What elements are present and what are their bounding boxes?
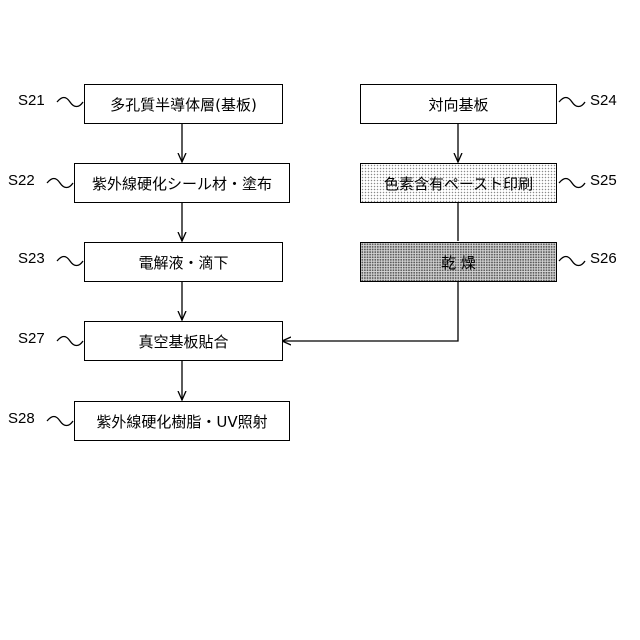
step-text-s24: 対向基板 bbox=[428, 94, 488, 115]
leader-s26 bbox=[559, 257, 585, 266]
step-label-s26: S26 bbox=[590, 250, 617, 267]
step-text-s21: 多孔質半導体層(基板) bbox=[110, 94, 257, 115]
step-box-s27: 真空基板貼合 bbox=[84, 321, 283, 361]
leader-s23 bbox=[57, 257, 83, 266]
leader-s28 bbox=[47, 417, 73, 426]
leader-s24 bbox=[559, 98, 585, 107]
step-label-s21: S21 bbox=[18, 92, 45, 109]
step-text-s23: 電解液・滴下 bbox=[138, 252, 228, 273]
arrow-s26-s27 bbox=[282, 282, 458, 341]
step-box-s23: 電解液・滴下 bbox=[84, 242, 283, 282]
step-box-s24: 対向基板 bbox=[360, 84, 557, 124]
step-label-s28: S28 bbox=[8, 410, 35, 427]
step-box-s22: 紫外線硬化シール材・塗布 bbox=[74, 163, 290, 203]
step-box-s26: 乾 燥 bbox=[360, 242, 557, 282]
step-text-s27: 真空基板貼合 bbox=[138, 331, 228, 352]
step-label-s24: S24 bbox=[590, 92, 617, 109]
step-text-s26: 乾 燥 bbox=[441, 252, 476, 273]
step-label-s25: S25 bbox=[590, 172, 617, 189]
step-label-s27: S27 bbox=[18, 330, 45, 347]
leader-s25 bbox=[559, 179, 585, 188]
step-label-s23: S23 bbox=[18, 250, 45, 267]
leader-s21 bbox=[57, 98, 83, 107]
step-label-s22: S22 bbox=[8, 172, 35, 189]
step-text-s25: 色素含有ペースト印刷 bbox=[384, 173, 533, 194]
step-box-s21: 多孔質半導体層(基板) bbox=[84, 84, 283, 124]
leader-s22 bbox=[47, 179, 73, 188]
leader-s27 bbox=[57, 337, 83, 346]
step-text-s22: 紫外線硬化シール材・塗布 bbox=[92, 173, 272, 194]
step-box-s28: 紫外線硬化樹脂・UV照射 bbox=[74, 401, 290, 441]
step-text-s28: 紫外線硬化樹脂・UV照射 bbox=[96, 411, 267, 432]
step-box-s25: 色素含有ペースト印刷 bbox=[360, 163, 557, 203]
